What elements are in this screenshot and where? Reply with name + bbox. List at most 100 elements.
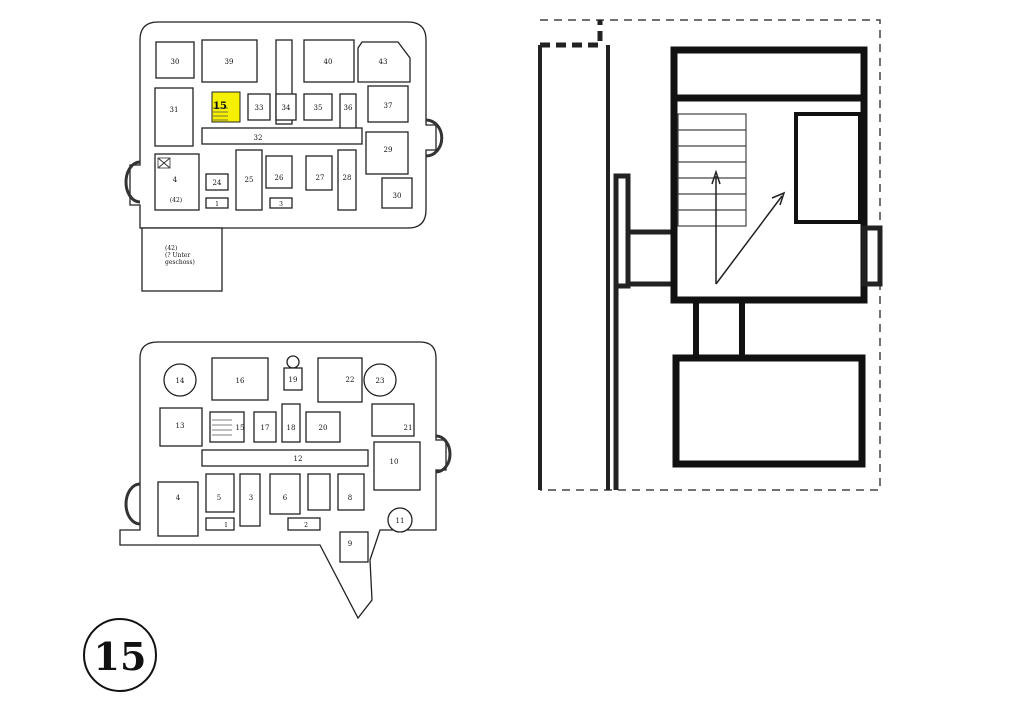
room-17-label: 17 <box>261 424 270 432</box>
room-16 <box>211 357 269 401</box>
room-2-label: 2 <box>304 522 308 529</box>
detail-stair-treads <box>677 113 747 227</box>
room-24-label: 24 <box>213 179 222 187</box>
room-10-label: 10 <box>390 458 399 466</box>
room-1-lower-label: 1 <box>224 522 228 529</box>
room-18 <box>281 403 301 443</box>
room-34-label: 34 <box>282 104 291 112</box>
room-29 <box>365 131 409 175</box>
staircase-detail <box>538 19 883 491</box>
room-25-label: 25 <box>245 176 254 184</box>
room-15-lower <box>209 411 245 443</box>
room-30b <box>381 177 413 209</box>
room-39 <box>201 39 258 83</box>
upper-annex <box>141 227 223 292</box>
room-15-label: 15 <box>213 101 227 112</box>
room-26 <box>265 155 293 189</box>
room-7 <box>307 473 331 511</box>
room-30b-label: 30 <box>393 192 402 200</box>
room-14 <box>163 363 197 397</box>
page-number-circle <box>83 618 157 692</box>
room-42-label: (42) <box>170 197 182 204</box>
room-5-label: 5 <box>217 494 221 502</box>
room-35 <box>303 93 333 121</box>
room-4-lower-label: 4 <box>176 494 181 502</box>
room-6-label: 6 <box>283 494 288 502</box>
room-40-label: 40 <box>324 58 333 66</box>
room-4-upper-label: 4 <box>173 176 178 184</box>
lower-east-turret <box>435 434 452 474</box>
room-1-upper <box>205 197 229 209</box>
room-37-label: 37 <box>384 102 393 110</box>
west-round-turret <box>124 160 141 204</box>
room-21 <box>371 403 415 437</box>
room-10 <box>373 441 421 491</box>
room-3-lower <box>239 473 261 527</box>
room-17 <box>253 411 277 443</box>
room-13-label: 13 <box>176 422 185 430</box>
room-30-label: 30 <box>171 58 180 66</box>
room-22 <box>317 357 363 403</box>
room-3-lower-label: 3 <box>249 494 253 502</box>
room-1-lower <box>205 517 235 531</box>
room-2 <box>287 517 321 531</box>
corridor-12-label: 12 <box>294 455 303 463</box>
room-19-top <box>286 355 300 369</box>
room-36-label: 36 <box>344 104 353 112</box>
room-11-label: 11 <box>396 517 405 525</box>
lower-west-turret <box>124 482 141 526</box>
room-15-lower-label: 15 <box>236 424 245 432</box>
room-27 <box>305 155 333 191</box>
room-6 <box>269 473 301 515</box>
upper-stair-hatch <box>213 107 228 121</box>
detail-arrows <box>711 169 786 285</box>
room-21-label: 21 <box>404 424 413 432</box>
room-25 <box>235 149 263 211</box>
room-27-label: 27 <box>316 174 325 182</box>
room-35-label: 35 <box>314 104 323 112</box>
room-23-label: 23 <box>376 377 385 385</box>
room-34 <box>275 93 297 121</box>
east-round-turret <box>425 118 444 158</box>
room-20 <box>305 411 341 443</box>
room-43 <box>357 41 411 83</box>
room-13 <box>159 407 203 447</box>
room-19 <box>283 367 303 391</box>
corridor-32 <box>201 127 363 145</box>
room-24 <box>205 173 229 191</box>
room-31-label: 31 <box>170 106 179 114</box>
room-1-upper-label: 1 <box>215 201 219 208</box>
lower-floor-plan: 14 16 19 22 23 13 15 17 18 20 21 12 10 4… <box>119 341 452 620</box>
room-22-label: 22 <box>346 376 355 384</box>
lower-stair-hatch <box>212 419 232 436</box>
room-28-label: 28 <box>343 174 352 182</box>
corridor-32-label: 32 <box>254 134 263 142</box>
room-8-label: 8 <box>348 494 352 502</box>
room-3-upper <box>269 197 293 209</box>
room-15-highlight <box>211 91 241 123</box>
room-14-label: 14 <box>176 377 185 385</box>
page-number: 15 <box>94 634 147 679</box>
room-3-upper-label: 3 <box>279 201 283 208</box>
room-28 <box>337 149 357 211</box>
room-37 <box>367 85 409 123</box>
room-26-label: 26 <box>275 174 284 182</box>
room-19-label: 19 <box>289 376 298 384</box>
room-9-label: 9 <box>348 540 352 548</box>
room-33-label: 33 <box>255 104 264 112</box>
room-9 <box>339 531 369 563</box>
room-29-label: 29 <box>384 146 393 154</box>
room-8 <box>337 473 365 511</box>
room-16-label: 16 <box>236 377 245 385</box>
room-40 <box>303 39 355 83</box>
detail-upper-room <box>670 46 868 102</box>
room-18-label: 18 <box>287 424 296 432</box>
room-5 <box>205 473 235 513</box>
room-31 <box>154 87 194 147</box>
room-30 <box>155 41 195 79</box>
room-20-label: 20 <box>319 424 328 432</box>
detail-lower-room <box>672 354 866 468</box>
